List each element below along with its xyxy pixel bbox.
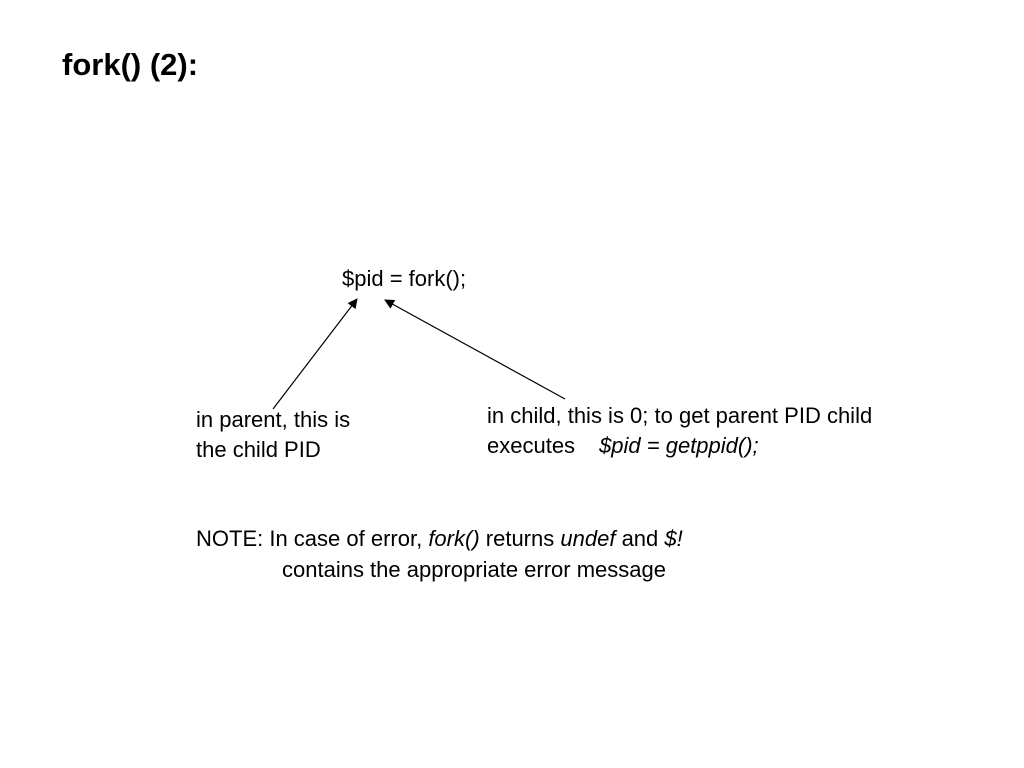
fork-code-line: $pid = fork();: [342, 266, 467, 291]
getppid-code: $pid = getppid();: [599, 433, 759, 458]
error-note-line-1: NOTE: In case of error, fork() returns u…: [196, 523, 683, 554]
returns-text: returns: [485, 526, 555, 551]
parent-annotation: in parent, this is the child PID: [196, 405, 350, 465]
and-text: and: [621, 526, 659, 551]
child-annotation-line-2: executes $pid = getppid();: [487, 431, 872, 461]
error-note: NOTE: In case of error, fork() returns u…: [196, 523, 683, 585]
undef-value: undef: [560, 526, 616, 551]
parent-arrow: [272, 298, 358, 410]
slide-title: fork() (2):: [62, 47, 199, 82]
error-variable: $!: [664, 526, 683, 551]
child-annotation: in child, this is 0; to get parent PID c…: [487, 401, 872, 461]
note-prefix: NOTE: In case of error,: [196, 526, 423, 551]
error-note-line-2: contains the appropriate error message: [282, 557, 666, 582]
child-arrow: [384, 299, 566, 400]
child-annotation-line-1: in child, this is 0; to get parent PID c…: [487, 403, 873, 428]
parent-annotation-line-2: the child PID: [196, 437, 321, 462]
child-executes-label: executes: [487, 433, 576, 458]
parent-annotation-line-1: in parent, this is: [196, 407, 351, 432]
fork-function-name: fork(): [428, 526, 480, 551]
